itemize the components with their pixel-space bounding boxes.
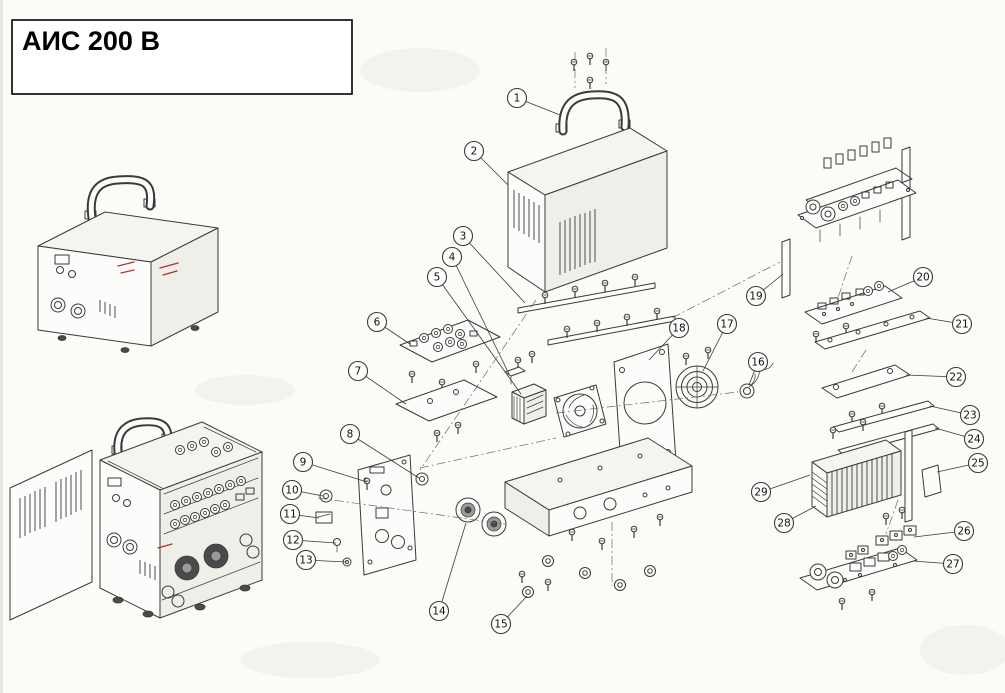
callout-number-16: 16 <box>751 357 765 369</box>
callout-number-4: 4 <box>449 252 456 264</box>
callout-5: 5 <box>426 266 448 288</box>
callout-number-13: 13 <box>299 555 312 567</box>
callout-number-29: 29 <box>754 487 767 499</box>
callout-14: 14 <box>428 600 450 622</box>
part-27-pcb-bottom <box>799 545 918 611</box>
part-6-pcb <box>399 319 501 392</box>
callout-number-5: 5 <box>434 272 441 284</box>
part-17-fan-grille <box>675 346 719 409</box>
callout-4: 4 <box>441 246 463 268</box>
title-frame <box>11 19 353 95</box>
callout-21: 21 <box>951 313 973 335</box>
callout-20: 20 <box>912 266 934 288</box>
callout-number-15: 15 <box>494 619 507 631</box>
callout-number-7: 7 <box>355 366 362 378</box>
machine-assembled <box>37 175 219 353</box>
callout-6: 6 <box>366 311 388 333</box>
part-1-handle <box>555 90 631 136</box>
callout-12: 12 <box>282 529 304 551</box>
callout-number-14: 14 <box>432 606 446 618</box>
callout-number-27: 27 <box>946 559 959 571</box>
callout-number-3: 3 <box>460 231 467 243</box>
callout-1: 1 <box>506 87 528 109</box>
callout-17: 17 <box>716 313 738 335</box>
callout-10: 10 <box>281 479 303 501</box>
callout-number-8: 8 <box>347 429 354 441</box>
title-box: АИС 200 В <box>11 19 353 95</box>
part-14-connectors <box>455 497 507 537</box>
callout-29: 29 <box>750 481 772 503</box>
callout-number-21: 21 <box>955 319 968 331</box>
callout-13: 13 <box>295 549 317 571</box>
callout-11: 11 <box>279 503 301 525</box>
front-panel <box>357 454 417 576</box>
fan <box>553 384 607 438</box>
callout-2: 2 <box>463 140 485 162</box>
part-21-bus-board <box>814 310 931 350</box>
leader-line-8 <box>349 433 420 479</box>
callout-22: 22 <box>945 366 967 388</box>
callout-3: 3 <box>452 225 474 247</box>
part-23-strip <box>832 400 935 433</box>
callout-number-6: 6 <box>374 317 381 329</box>
part-7-plate <box>395 379 498 443</box>
callout-layer: 1234567891011121314151617181920212223242… <box>279 87 989 635</box>
part-15-feet-screws <box>518 570 552 598</box>
part-4-bracket <box>504 350 536 385</box>
callout-number-1: 1 <box>514 93 521 105</box>
callout-15: 15 <box>490 613 512 635</box>
callout-28: 28 <box>773 512 795 534</box>
callout-18: 18 <box>668 317 690 339</box>
callout-number-12: 12 <box>286 535 299 547</box>
callout-23: 23 <box>959 404 981 426</box>
callout-number-22: 22 <box>949 372 962 384</box>
part-19-pcb-assembly <box>781 137 917 299</box>
callout-number-28: 28 <box>777 518 790 530</box>
part-28-transformer-main <box>811 418 913 523</box>
callout-number-19: 19 <box>749 291 762 303</box>
part-25-pad <box>921 464 942 498</box>
side-cover-panel <box>9 449 93 621</box>
leader-line-4 <box>451 256 510 375</box>
chassis-base <box>504 437 693 591</box>
callout-number-18: 18 <box>672 323 685 335</box>
callout-number-10: 10 <box>285 485 298 497</box>
callout-27: 27 <box>942 553 964 575</box>
callout-19: 19 <box>745 285 767 307</box>
callout-25: 25 <box>967 452 989 474</box>
callout-number-2: 2 <box>471 146 478 158</box>
leader-line-9 <box>302 461 368 483</box>
part-26-terminal-blocks <box>845 506 917 560</box>
axis-lines <box>317 48 899 586</box>
leader-line-14 <box>438 522 467 612</box>
callout-number-17: 17 <box>720 319 733 331</box>
part-2-cover <box>507 127 668 293</box>
page-title: АИС 200 В <box>22 26 160 56</box>
callout-24: 24 <box>963 428 985 450</box>
callout-9: 9 <box>292 451 314 473</box>
part-5-transformer-small <box>511 383 547 425</box>
leader-line-5 <box>436 276 522 395</box>
callout-7: 7 <box>347 360 369 382</box>
callout-26: 26 <box>953 520 975 542</box>
callout-number-24: 24 <box>967 434 981 446</box>
part-22-plate <box>821 364 911 399</box>
callout-number-11: 11 <box>283 509 296 521</box>
callout-number-25: 25 <box>971 458 984 470</box>
callout-number-9: 9 <box>300 457 307 469</box>
callout-number-20: 20 <box>916 272 929 284</box>
callout-number-26: 26 <box>957 526 971 538</box>
machine-open <box>9 417 263 621</box>
part-20-pcb <box>804 281 903 344</box>
part-screws-top <box>570 52 610 90</box>
callout-8: 8 <box>339 423 361 445</box>
callout-16: 16 <box>747 351 769 373</box>
callout-number-23: 23 <box>963 410 976 422</box>
leader-line-3 <box>462 235 526 304</box>
